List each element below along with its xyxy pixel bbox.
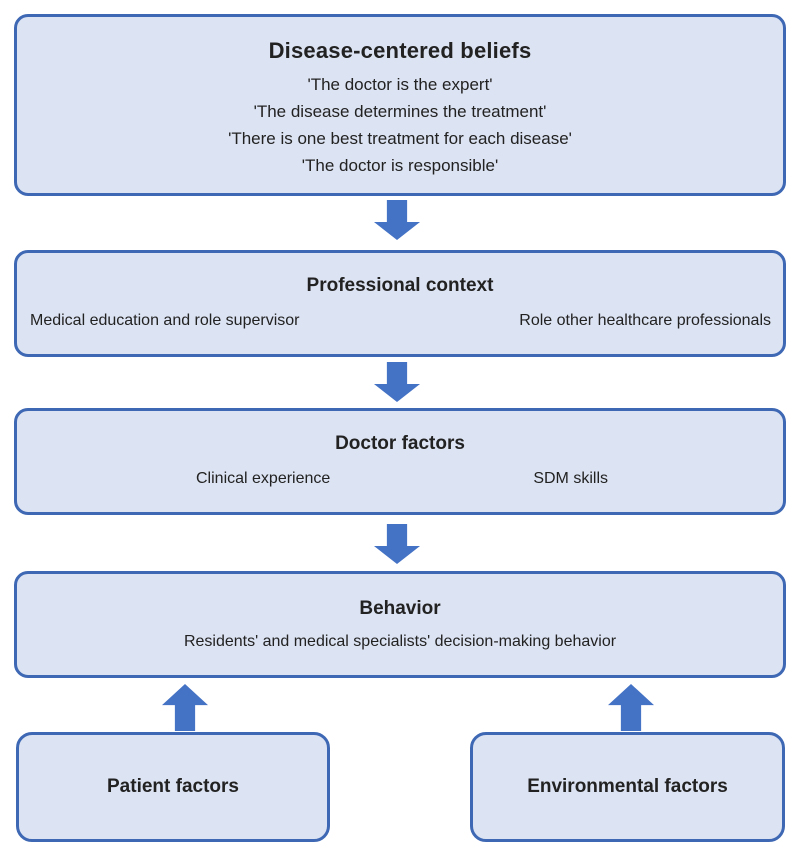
environmental-factors-box: Environmental factors bbox=[470, 732, 785, 842]
professional-context-row: Medical education and role supervisor Ro… bbox=[17, 309, 783, 333]
professional-context-left-item: Medical education and role supervisor bbox=[30, 312, 300, 329]
up-arrow-icon bbox=[162, 684, 208, 731]
doctor-factors-right-item: SDM skills bbox=[533, 470, 608, 487]
doctor-factors-box: Doctor factors Clinical experience SDM s… bbox=[14, 408, 786, 515]
belief-item: 'The doctor is responsible' bbox=[301, 156, 499, 175]
belief-item: 'There is one best treatment for each di… bbox=[228, 129, 572, 148]
beliefs-title: Disease-centered beliefs bbox=[268, 38, 532, 63]
environmental-factors-title: Environmental factors bbox=[527, 776, 728, 797]
doctor-factors-title: Doctor factors bbox=[335, 433, 465, 454]
patient-factors-box: Patient factors bbox=[16, 732, 330, 842]
beliefs-list: 'The doctor is the expert' 'The disease … bbox=[17, 71, 783, 179]
belief-item: 'The disease determines the treatment' bbox=[253, 102, 547, 121]
belief-item: 'The doctor is the expert' bbox=[307, 75, 493, 94]
behavior-box: Behavior Residents' and medical speciali… bbox=[14, 571, 786, 678]
professional-context-title: Professional context bbox=[306, 275, 494, 296]
professional-context-right-item: Role other healthcare professionals bbox=[519, 312, 771, 329]
beliefs-box: Disease-centered beliefs 'The doctor is … bbox=[14, 14, 786, 196]
behavior-subtitle: Residents' and medical specialists' deci… bbox=[183, 633, 617, 650]
down-arrow-icon bbox=[374, 200, 420, 240]
down-arrow-icon bbox=[374, 362, 420, 402]
behavior-title: Behavior bbox=[359, 598, 441, 619]
patient-factors-title: Patient factors bbox=[107, 776, 239, 797]
down-arrow-icon bbox=[374, 524, 420, 564]
doctor-factors-row: Clinical experience SDM skills bbox=[17, 467, 783, 491]
up-arrow-icon bbox=[608, 684, 654, 731]
doctor-factors-left-item: Clinical experience bbox=[196, 470, 331, 487]
professional-context-box: Professional context Medical education a… bbox=[14, 250, 786, 357]
